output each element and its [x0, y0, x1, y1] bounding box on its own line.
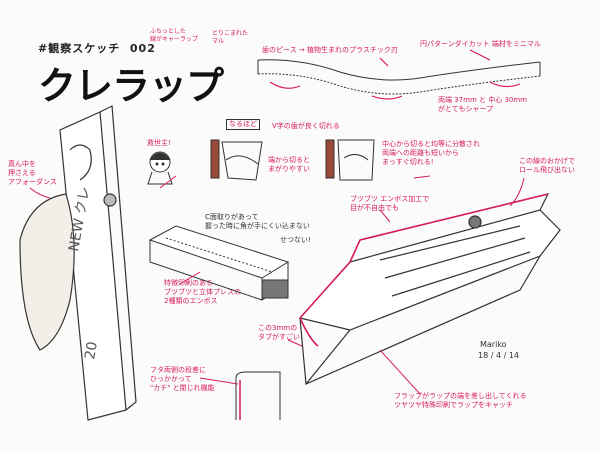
cut-label-box: なるほど — [226, 119, 260, 130]
leader-lines — [29, 175, 525, 395]
open-box-highlight — [299, 193, 549, 347]
logo-text: クレラップ — [38, 64, 224, 108]
blade-strip — [257, 59, 541, 95]
cut-v-note: V字の歯が良く切れる — [272, 122, 340, 130]
sketch-tag: #観察スケッチ 002 — [38, 42, 156, 55]
right-roll-note: この線のおかげで ロール飛び出ない — [519, 157, 575, 174]
character-icon — [147, 151, 173, 185]
middle-note2: せつない! — [280, 236, 311, 244]
cut-center-sketch — [325, 139, 375, 181]
lid-detail-sketch — [235, 371, 281, 420]
middle-chamfer-note: C面取りがあって 握った時に角が手にくい込まない — [205, 213, 310, 230]
blade-size-note: 両端 37mm と 中心 30mm がとてもシャープ — [438, 96, 527, 113]
blade-diecut-note: 円パターンダイカット 端材をミニマル — [420, 40, 541, 48]
blade-annotation-lines — [269, 49, 521, 100]
blade-material-note: 歯のピース → 植物生まれのプラスチック刃 — [262, 46, 398, 54]
top-emboss-note: ブツブツ エンボス加工で 目が不自由でも — [350, 195, 430, 212]
logo-stroke-note: ふちっとした 線がキャーラップ — [150, 28, 199, 43]
left-affordance-note: 真ん中を 押さえる アフォーダンス — [8, 160, 57, 186]
cut-edge-sketch — [210, 139, 263, 181]
cut-center-note: 中心から切ると均等に分散され 両端への距離も短いから まっすぐ切れる! — [382, 140, 480, 166]
small-box-sketch — [148, 225, 290, 301]
bottom-flap-note: フラップがラップの端を差し出してくれる ツヤツヤ特殊印刷でラップをキャッチ — [394, 392, 527, 409]
cut-edge-note: 端から切ると まがりやすい — [268, 156, 310, 173]
character-label: 救世主! — [147, 139, 171, 147]
box-number: 20 — [82, 340, 101, 360]
tab-note: この3mmの タブがすごい! — [258, 324, 303, 341]
hand-box-sketch — [19, 105, 137, 421]
date: 18 / 4 / 14 — [478, 351, 520, 360]
logo-round-note: とりこまれた マル — [212, 30, 249, 45]
side-click-note: フタ両側の段差に ひっかかって "カチ" と閉じれ機能 — [150, 366, 215, 392]
signature: Mariko — [480, 340, 507, 349]
emboss-note: 特徴印刷のある ブツブツと立体プレスの 2種類のエンボス — [164, 279, 241, 305]
